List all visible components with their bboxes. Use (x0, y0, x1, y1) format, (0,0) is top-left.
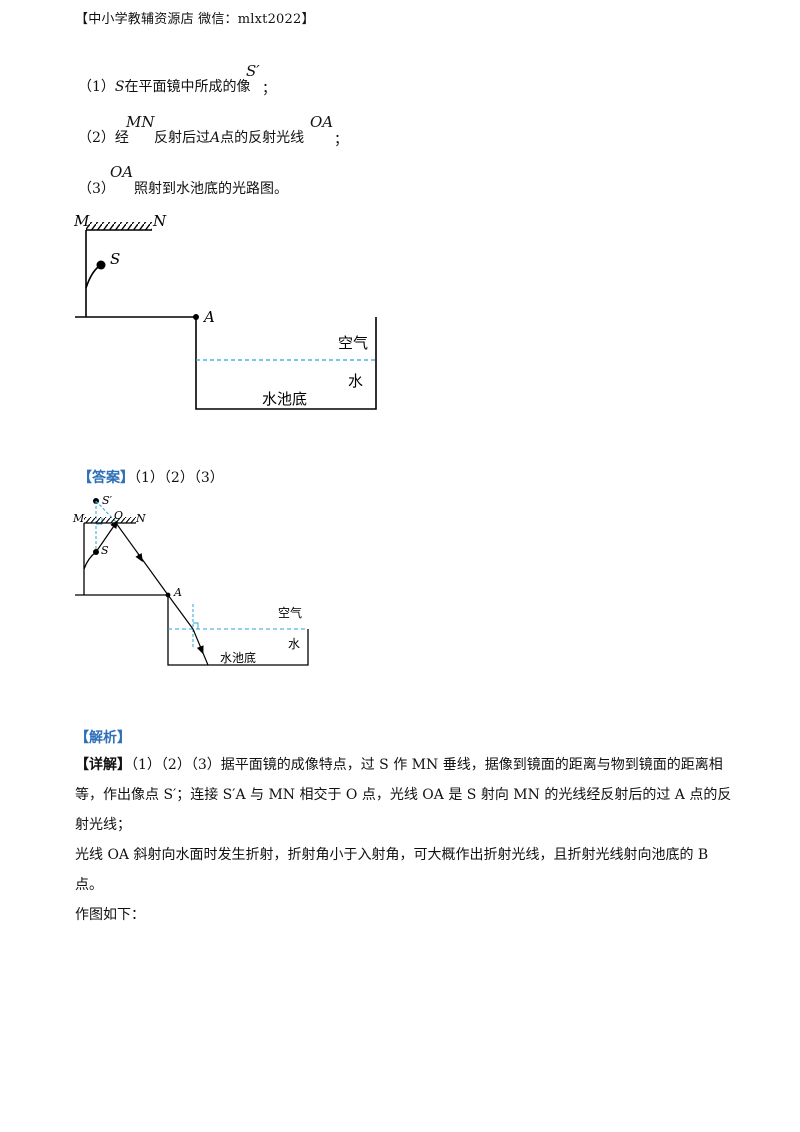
label-a: A (202, 308, 215, 326)
q2-sup-oa: OA (310, 113, 334, 131)
lamp-arm-2 (83, 551, 97, 570)
q1-sup-sprime: S′ (246, 62, 260, 80)
q2-sup-mn: MN (126, 113, 155, 131)
point-s (96, 260, 106, 270)
page-header: 【中小学教辅资源店 微信：mlxt2022】 (75, 12, 315, 27)
question-3-number: （3） (78, 181, 115, 197)
analysis-p2: 等，作出像点 S′；连接 S′A 与 MN 相交于 O 点，光线 OA 是 S … (75, 787, 732, 833)
question-2-mid: 反射后过A点的反射光线 (154, 127, 304, 147)
q1-end: ； (262, 81, 276, 97)
label2-o: O (114, 509, 123, 522)
label-s: S (110, 250, 120, 268)
answer-tag: 【答案】 (78, 470, 134, 486)
pool-2 (167, 595, 309, 666)
reflected-ray-arrow (135, 553, 143, 563)
question-3-text: 照射到水池底的光路图。 (134, 181, 288, 197)
q1-number: （1） (78, 79, 115, 95)
analysis-tag: 【解析】 (75, 730, 131, 746)
q1-text: 在平面镜中所成的像 (124, 79, 251, 95)
label2-m: M (72, 512, 85, 525)
label-air: 空气 (338, 334, 368, 352)
analysis-p3: 光线 OA 斜射向水面时发生折射，折射角小于入射角，可大概作出折射光线，且折射光… (75, 847, 709, 893)
refracted-ray-arrow (196, 645, 204, 655)
answer-line: 【答案】（1）（2）（3） (78, 467, 224, 487)
q2-text1: 反射后过 (154, 130, 210, 146)
q1-s: S (114, 79, 125, 95)
question-1: （1）S在平面镜中所成的像 (78, 76, 251, 96)
analysis-p1: （1）（2）（3）据平面镜的成像特点，过 S 作 MN 垂线，据像到镜面的距离与… (131, 757, 723, 773)
incident-ray (95, 520, 119, 553)
mirror-mn (86, 222, 152, 231)
label2-n: N (135, 512, 146, 525)
analysis-p4: 作图如下： (75, 907, 145, 923)
label2-a: A (173, 586, 182, 599)
question-2-start: （2）经 (78, 130, 129, 146)
label2-s-prime: S′ (102, 494, 113, 507)
label2-air: 空气 (278, 605, 302, 620)
q2-a: A (210, 130, 221, 146)
q3-sup-oa: OA (110, 163, 134, 181)
answer-parts: （1）（2）（3） (134, 470, 224, 486)
reflected-ray (115, 522, 169, 596)
incident-to-water (167, 594, 194, 630)
label2-s: S (101, 544, 109, 557)
mirror-mn-2 (84, 517, 136, 524)
label2-water: 水 (288, 637, 300, 651)
pool (195, 317, 377, 410)
label-n: N (152, 212, 167, 230)
analysis-detail: 【详解】（1）（2）（3）据平面镜的成像特点，过 S 作 MN 垂线，据像到镜面… (75, 750, 735, 930)
analysis-line-1: 【详解】（1）（2）（3）据平面镜的成像特点，过 S 作 MN 垂线，据像到镜面… (75, 750, 735, 780)
label-water: 水 (348, 372, 363, 390)
label-pool-bottom: 水池底 (262, 390, 307, 408)
figure-1: M N S A 空气 水 水池底 (73, 212, 377, 410)
right-angle-mark-2 (193, 622, 199, 629)
q2-end: ； (334, 132, 348, 148)
label-m: M (73, 212, 90, 230)
figure-2: S′ M O N S A 空气 水 水池底 (72, 494, 309, 666)
label2-pool-bottom: 水池底 (220, 650, 256, 665)
detail-tag: 【详解】 (75, 757, 131, 773)
q2-text2: 点的反射光线 (220, 130, 305, 146)
